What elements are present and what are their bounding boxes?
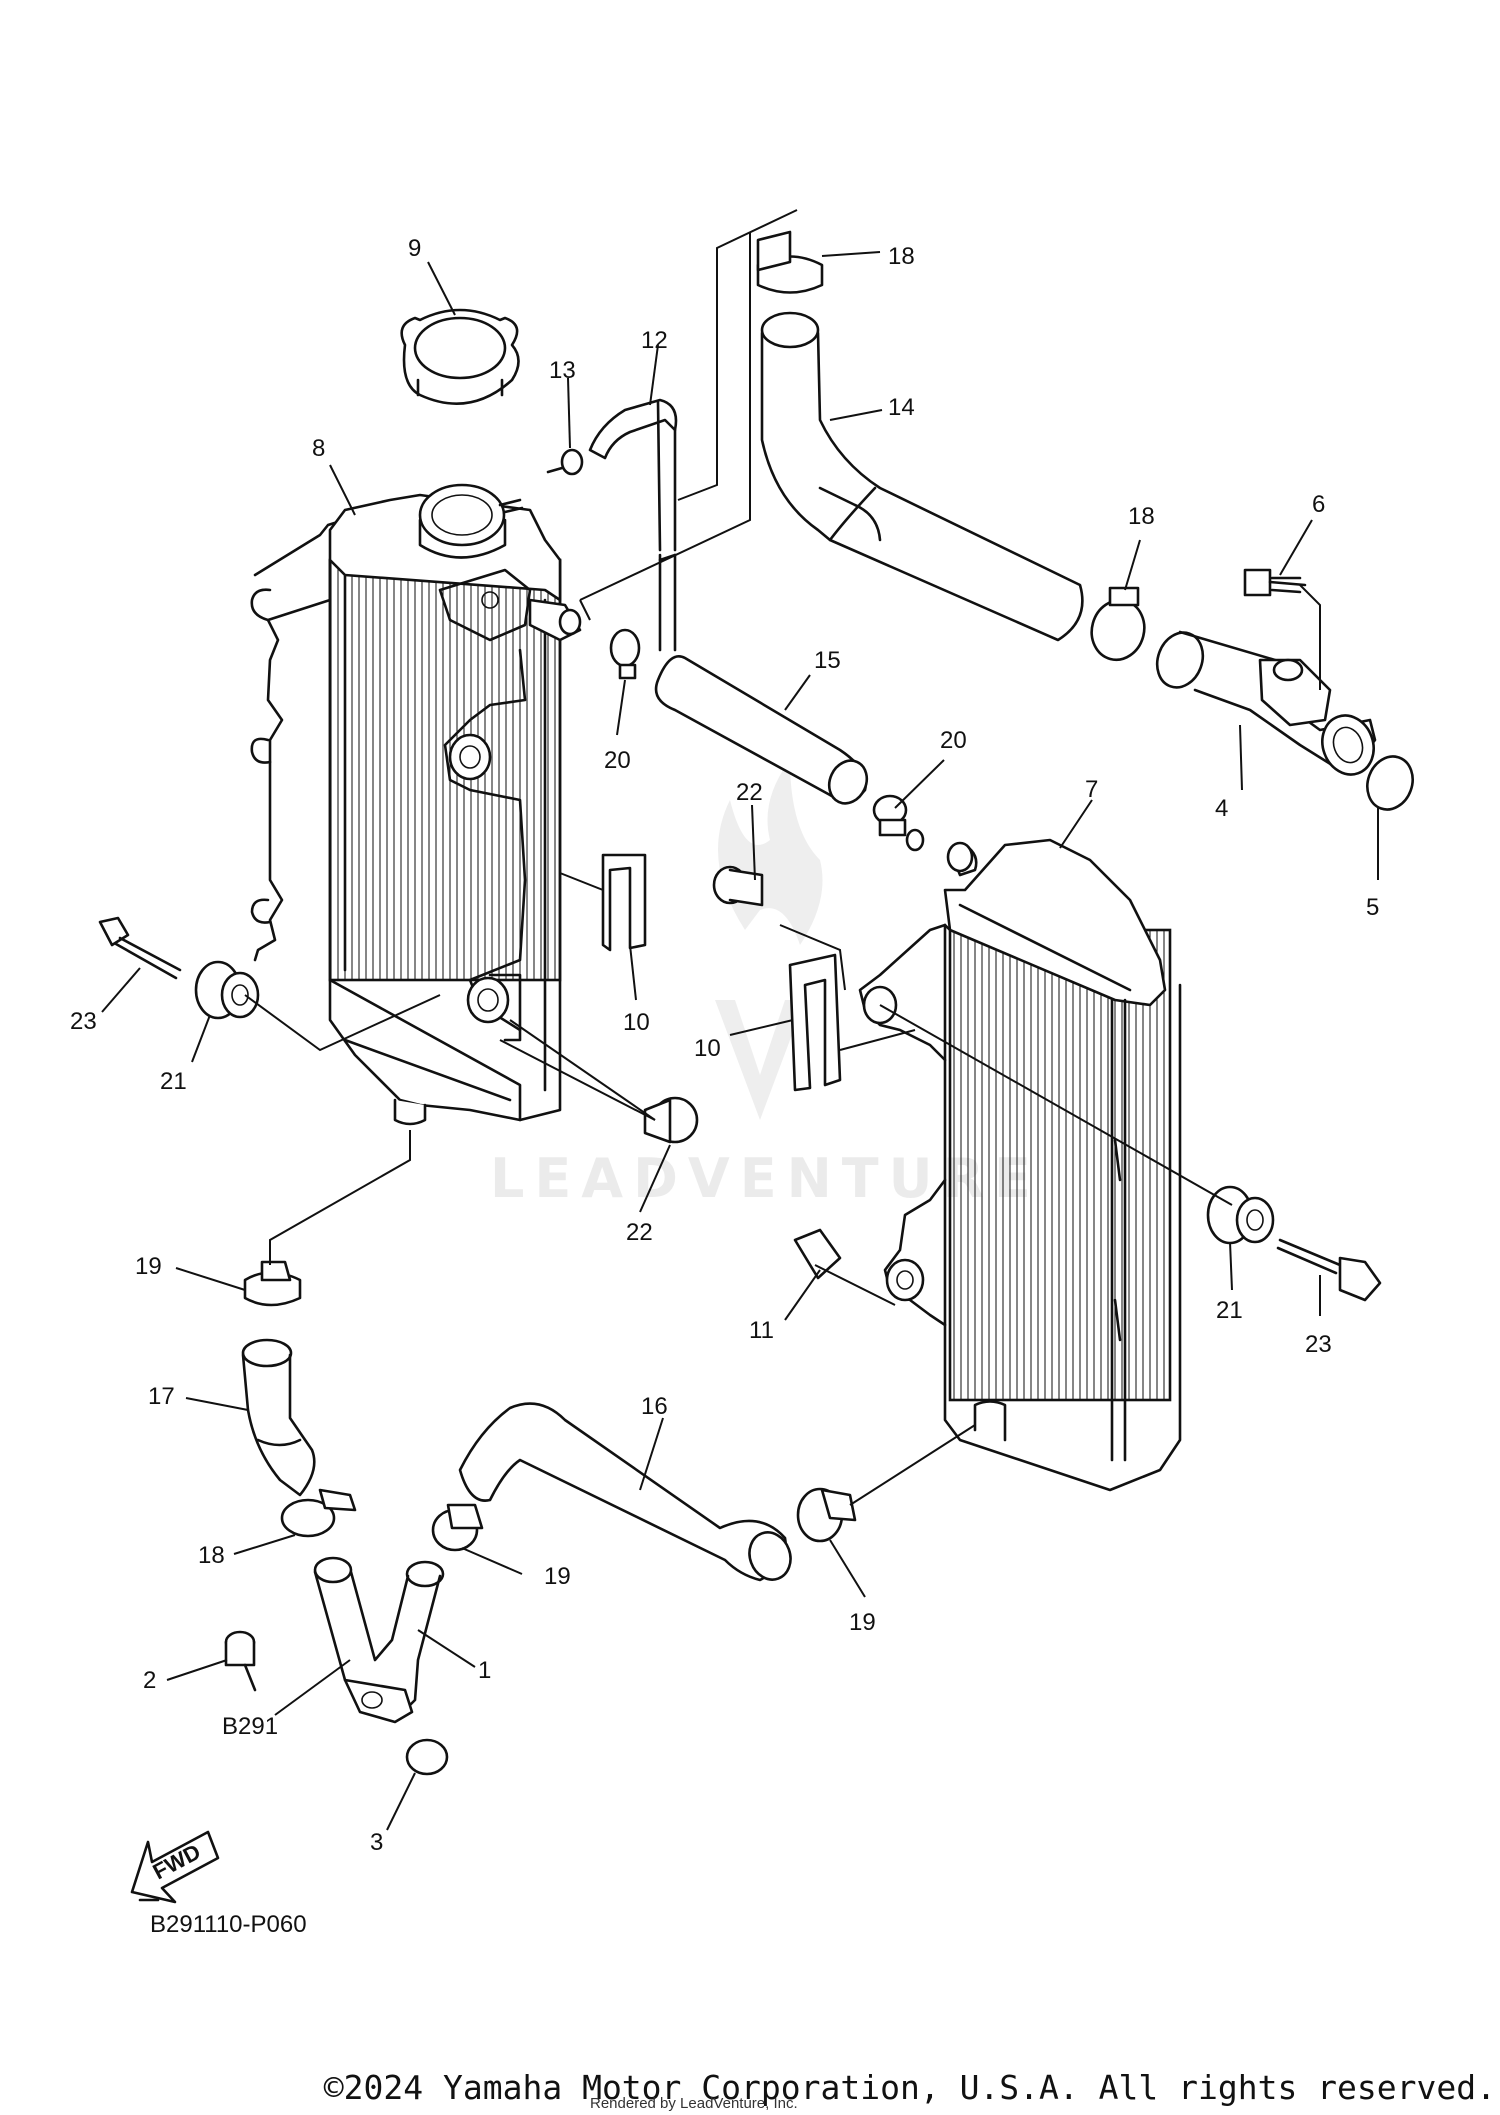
callout-23-left: 23	[70, 1008, 97, 1035]
hose-clamp-top	[756, 230, 824, 294]
tag-11	[793, 1228, 842, 1280]
callout-labels: 9 18 12 13 14 8 18 6 15 20 20 4 22 7 5 2…	[70, 235, 1379, 1856]
callout-9: 9	[408, 235, 421, 262]
lower-hose-17	[241, 1338, 316, 1497]
callout-3: 3	[370, 1829, 383, 1856]
hose-clamp-18-lower	[280, 1488, 357, 1538]
watermark-text: LEADVENTURE	[490, 1147, 1041, 1210]
callout-16: 16	[641, 1393, 668, 1420]
callout-10-right: 10	[694, 1035, 721, 1062]
callout-22-top: 22	[736, 779, 763, 806]
hose-clip	[546, 448, 584, 476]
hose-clamp-19-mid	[431, 1503, 484, 1552]
callout-10-left: 10	[623, 1009, 650, 1036]
middle-hose	[654, 655, 869, 805]
callout-21-left: 21	[160, 1068, 187, 1095]
callout-18-top: 18	[888, 243, 915, 270]
damper-21-left	[194, 960, 260, 1020]
hose-clamp-20-left	[609, 628, 641, 680]
lower-hose-16	[458, 1402, 792, 1582]
callout-6: 6	[1312, 491, 1325, 518]
callout-12: 12	[641, 327, 668, 354]
damper-21-right	[1206, 1185, 1275, 1245]
hose-joint	[313, 1556, 445, 1724]
rendered-by-notice: Rendered by LeadVenture, Inc.	[590, 2095, 798, 2112]
callout-23-right: 23	[1305, 1331, 1332, 1358]
callout-20-right: 20	[940, 727, 967, 754]
callout-leaders	[101, 251, 1379, 1831]
o-ring-5	[1366, 755, 1414, 811]
bolt-2	[224, 1630, 257, 1692]
copyright-notice: ©2024 Yamaha Motor Corporation, U.S.A. A…	[323, 2068, 1496, 2107]
callout-B291: B291	[222, 1713, 278, 1740]
callout-21-right: 21	[1216, 1297, 1243, 1324]
callout-15: 15	[814, 647, 841, 674]
plate-10-left	[601, 853, 647, 952]
left-radiator	[250, 483, 582, 1126]
callout-19-left: 19	[135, 1253, 162, 1280]
plate-10-right	[788, 953, 842, 1092]
radiator-cap	[400, 308, 520, 405]
hose-clamp-19-right	[796, 1487, 857, 1543]
callout-14: 14	[888, 394, 915, 421]
callout-1: 1	[478, 1657, 491, 1684]
callout-7: 7	[1085, 776, 1098, 803]
callout-5: 5	[1366, 894, 1379, 921]
right-radiator	[858, 838, 1182, 1492]
callout-4: 4	[1215, 795, 1228, 822]
overflow-hose	[588, 398, 678, 652]
hose-clamp-20-right	[872, 794, 925, 852]
bolt-6	[1243, 568, 1307, 597]
upper-radiator-hose	[760, 311, 1084, 642]
callout-19-mid: 19	[544, 1563, 571, 1590]
callout-22-bottom: 22	[626, 1219, 653, 1246]
hose-clamp-18-mid	[1090, 586, 1146, 662]
plug-22-bottom	[643, 1096, 699, 1144]
callout-8: 8	[312, 435, 325, 462]
o-ring-3	[405, 1738, 449, 1776]
water-pipe	[1155, 630, 1377, 776]
bolt-23-left	[98, 916, 182, 980]
callout-2: 2	[143, 1667, 156, 1694]
callout-20-left: 20	[604, 747, 631, 774]
callout-18-mid: 18	[1128, 503, 1155, 530]
bolt-23-right	[1276, 1238, 1382, 1302]
callout-19-right: 19	[849, 1609, 876, 1636]
callout-17: 17	[148, 1383, 175, 1410]
diagram-code: B291110-P060	[150, 1911, 307, 1938]
hose-clamp-19-left	[243, 1260, 302, 1307]
callout-18-lower: 18	[198, 1542, 225, 1569]
callout-13: 13	[549, 357, 576, 384]
fwd-arrow-icon: FWD	[130, 1830, 220, 1904]
callout-11: 11	[749, 1317, 774, 1344]
